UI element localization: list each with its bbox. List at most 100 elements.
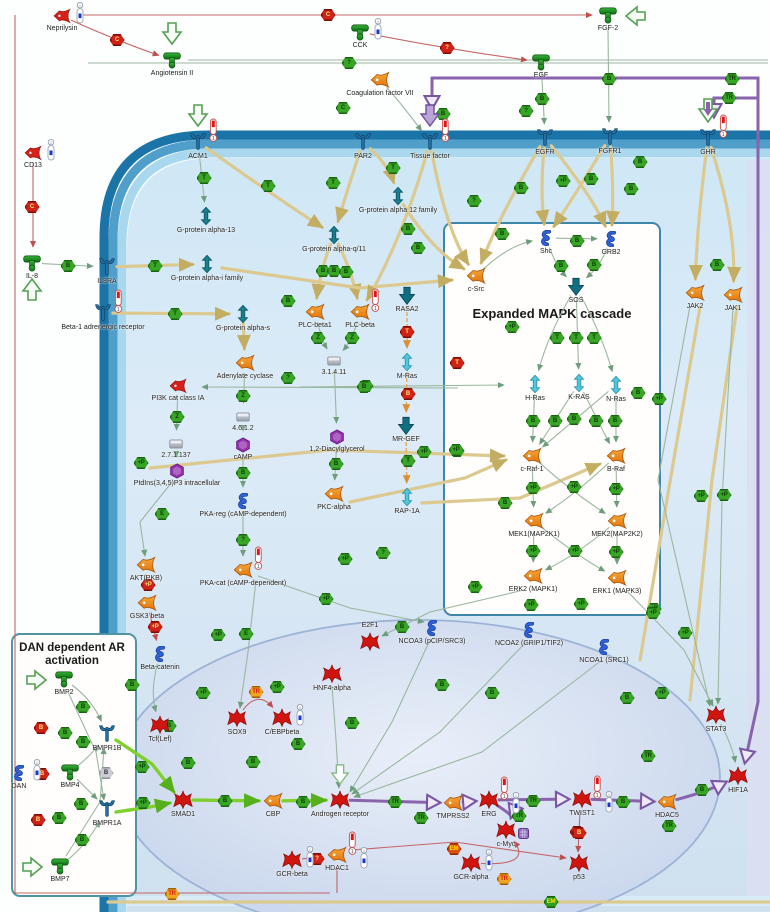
pathway-link-arrow-gpdown[interactable] <box>696 96 720 129</box>
marker-capsule-icon: i <box>305 846 315 874</box>
tf-shape-icon <box>269 707 295 729</box>
gef-shape-icon <box>396 416 417 436</box>
expression-thermometer-icon: 1 <box>113 289 124 319</box>
node-label-csrc: c-Src <box>467 286 485 293</box>
ad-shape-icon <box>235 491 251 511</box>
tf-shape-icon <box>458 852 484 874</box>
node-label-dag: 1,2-Diacylglycerol <box>309 446 365 453</box>
gp-shape-icon <box>233 303 253 325</box>
node-label-erk2: ERK2 (MAPK1) <box>508 586 558 593</box>
node-label-stat3: STAT3 <box>705 726 727 733</box>
pathway-link-arrow-up[interactable] <box>21 277 43 308</box>
svg-text:i: i <box>51 140 52 145</box>
tf-shape-icon <box>147 714 173 736</box>
pathway-link-arrow-left[interactable] <box>624 4 648 33</box>
tf-shape-icon <box>703 704 729 726</box>
node-label-bcat: Beta-catenin <box>140 664 180 671</box>
badge-B: B <box>290 738 306 750</box>
node-label-cd13: CD13 <box>24 162 42 169</box>
lig-shape-icon <box>58 762 82 782</box>
svg-text:1: 1 <box>257 564 260 570</box>
tf-shape-icon <box>327 789 353 811</box>
node-label-gaq11: G-protein alpha-q/11 <box>302 246 366 253</box>
node-label-bmp7: BMP7 <box>50 876 70 883</box>
kin-shape-icon <box>367 70 394 90</box>
pathway-link-arrow-wdown[interactable] <box>330 762 350 791</box>
ras-shape-icon <box>569 372 589 394</box>
node-label-gcra: GCR-alpha <box>453 874 489 881</box>
badge-C: C <box>24 201 40 213</box>
node-label-cbp: CBP <box>265 811 281 818</box>
ras-shape-icon <box>606 374 626 396</box>
pathway-link-arrow-pdown[interactable] <box>419 102 441 133</box>
kin-shape-icon <box>654 792 681 812</box>
ad-shape-icon <box>11 763 27 783</box>
pathway-link-arrow-right[interactable] <box>20 855 44 884</box>
gp-shape-icon <box>196 205 216 227</box>
badge-B: B <box>30 814 46 826</box>
pathway-link-arrow-down[interactable] <box>161 20 183 51</box>
rec-shape-icon <box>696 128 721 149</box>
marker-capsule-icon: i <box>359 847 369 875</box>
node-label-twist1: TWIST1 <box>569 810 595 817</box>
node-label-gsk3: GSK3 beta <box>129 613 165 620</box>
kin-shape-icon <box>440 793 467 813</box>
node-label-akt: AKT(PKB) <box>129 575 163 582</box>
node-label-gcrb: GCR-beta <box>276 871 308 878</box>
node-label-erg: ERG <box>481 811 497 818</box>
expression-thermometer-icon: 1 <box>208 118 219 148</box>
node-label-il8: IL-8 <box>25 273 39 280</box>
kin-shape-icon <box>260 791 287 811</box>
lig-shape-icon <box>20 253 44 273</box>
ec-shape-icon <box>322 354 346 369</box>
badge-B: B <box>124 679 140 691</box>
lig-shape-icon <box>348 22 372 42</box>
node-label-sox9: SOX9 <box>227 729 247 736</box>
pathway-link-arrow-right[interactable] <box>24 668 48 697</box>
badge-B: B <box>33 722 49 734</box>
node-label-cf7: Coagulation factor VII <box>346 90 414 97</box>
rec-shape-icon <box>351 132 376 153</box>
node-label-ec3: 3.1.4.11 <box>321 368 347 376</box>
pathway-link-arrow-down[interactable] <box>187 102 209 133</box>
expression-thermometer-icon: 1 <box>499 776 510 806</box>
node-label-ang2: Angiotensin II <box>150 70 194 77</box>
node-label-jak1: JAK1 <box>724 305 742 312</box>
marker-capsule-icon: i <box>46 139 56 167</box>
tf-shape-icon <box>319 663 345 685</box>
node-label-hdac5: HDAC5 <box>655 812 679 819</box>
rec-shape-icon <box>95 257 120 278</box>
node-label-b1ar: Beta-1 adrenergic receptor <box>61 323 145 331</box>
marker-capsule-icon: i <box>484 849 494 877</box>
expression-thermometer-icon: 1 <box>440 118 451 148</box>
expression-thermometer-icon: 1 <box>253 546 264 576</box>
kin-shape-icon <box>463 266 490 286</box>
marker-capsule-icon: i <box>604 791 614 819</box>
ras-shape-icon <box>525 373 545 395</box>
svg-text:i: i <box>378 19 379 24</box>
rec-shape-icon <box>598 127 623 148</box>
expression-thermometer-icon: 1 <box>347 831 358 861</box>
node-label-mrgef: MR-GEF <box>392 436 420 443</box>
node-label-ncoa2: NCOA2 (GRIP1/TIF2) <box>494 640 564 647</box>
rec-shape-icon <box>95 724 120 745</box>
node-label-hdac1: HDAC1 <box>325 865 349 872</box>
node-label-smad1: SMAD1 <box>170 811 196 818</box>
node-label-pkca: PKC-alpha <box>317 504 351 511</box>
gef-shape-icon <box>397 286 418 306</box>
badge-q: ? <box>280 372 296 384</box>
ad-shape-icon <box>596 637 612 657</box>
ad-shape-icon <box>521 620 537 640</box>
node-label-tmprss2: TMPRSS2 <box>436 813 470 820</box>
gef-shape-icon <box>566 277 587 297</box>
marker-capsule-icon: i <box>295 704 305 732</box>
kin-shape-icon <box>321 484 348 504</box>
note-icon <box>518 826 529 844</box>
prt-shape-icon <box>21 144 46 162</box>
node-label-mek1: MEK1(MAP2K1) <box>508 531 560 538</box>
node-label-neprilysin: Neprilysin <box>46 25 78 32</box>
node-label-adcy: Adenylate cyclase <box>216 373 274 380</box>
badge-TR: TR <box>413 812 429 824</box>
svg-text:1: 1 <box>117 307 120 313</box>
